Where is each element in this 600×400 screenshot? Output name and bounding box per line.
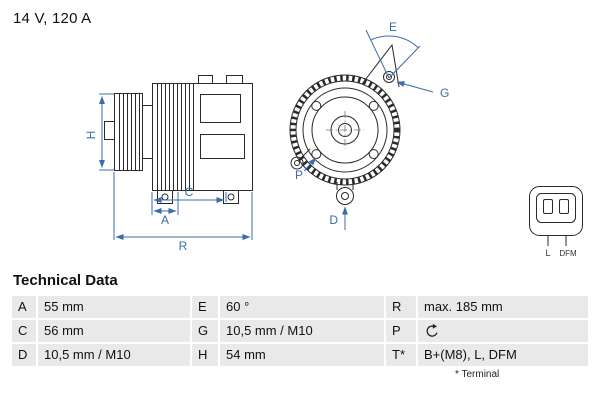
row-label: D bbox=[12, 344, 36, 366]
row-value: 56 mm bbox=[38, 320, 190, 342]
row-label: H bbox=[192, 344, 218, 366]
row-value: 54 mm bbox=[220, 344, 384, 366]
dimension-label-e: E bbox=[389, 20, 397, 34]
front-view-drawing bbox=[289, 43, 401, 205]
technical-data-table: A 55 mm E 60 ° R max. 185 mm C 56 mm G 1… bbox=[12, 296, 588, 366]
connector-pin-dfm-label: DFM bbox=[559, 249, 577, 258]
rotation-direction-icon bbox=[426, 323, 438, 337]
row-value: max. 185 mm bbox=[418, 296, 588, 318]
side-view-drawing bbox=[104, 75, 253, 204]
dimension-labels: H A C R E G P D bbox=[84, 20, 449, 253]
dimension-label-c: C bbox=[185, 185, 194, 199]
dimension-label-g: G bbox=[440, 86, 449, 100]
row-value: 10,5 mm / M10 bbox=[38, 344, 190, 366]
row-value: 60 ° bbox=[220, 296, 384, 318]
terminal-footnote: * Terminal bbox=[455, 369, 500, 380]
row-label: T* bbox=[386, 344, 416, 366]
row-label: E bbox=[192, 296, 218, 318]
dimension-label-d: D bbox=[329, 213, 338, 227]
row-label: A bbox=[12, 296, 36, 318]
dimension-label-p: P bbox=[295, 168, 303, 182]
dimension-lines bbox=[99, 29, 434, 240]
technical-data-title: Technical Data bbox=[13, 272, 118, 289]
row-value: 55 mm bbox=[38, 296, 190, 318]
technical-drawing: H A C R E G P D L DFM bbox=[84, 20, 583, 258]
row-label: P bbox=[386, 320, 416, 342]
row-label: R bbox=[386, 296, 416, 318]
dimension-label-h: H bbox=[84, 131, 98, 140]
rating-text: 14 V, 120 A bbox=[13, 10, 92, 27]
dimension-label-r: R bbox=[179, 239, 188, 253]
connector-drawing bbox=[529, 186, 583, 246]
connector-pin-l-label: L bbox=[545, 248, 550, 258]
connector-pin-labels: L DFM bbox=[545, 248, 577, 258]
row-value: 10,5 mm / M10 bbox=[220, 320, 384, 342]
row-label: G bbox=[192, 320, 218, 342]
rotation-direction-cell bbox=[418, 320, 588, 342]
row-label: C bbox=[12, 320, 36, 342]
row-value: B+(M8), L, DFM bbox=[418, 344, 588, 366]
dimension-label-a: A bbox=[161, 213, 169, 227]
